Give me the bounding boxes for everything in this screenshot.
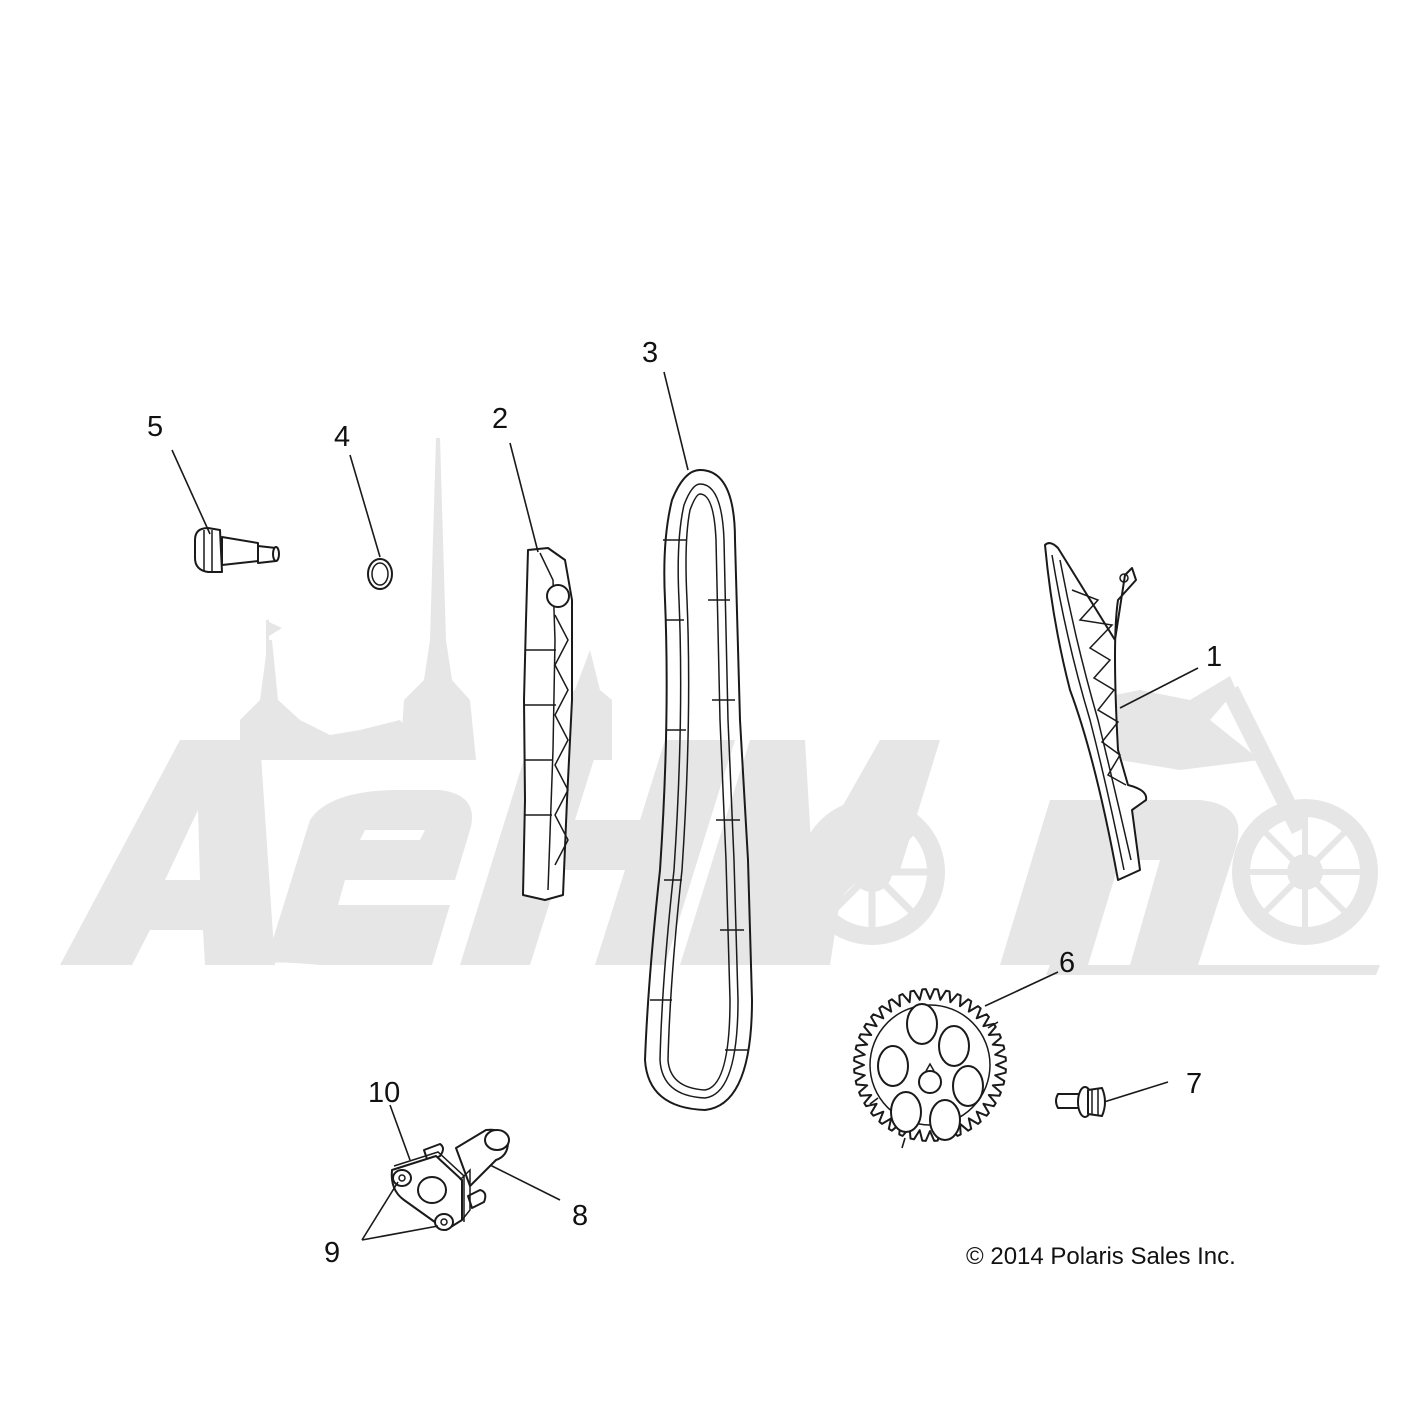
callout-4: 4 — [334, 421, 350, 453]
part-6-cam-sprocket — [853, 988, 1007, 1149]
callout-6: 6 — [1059, 947, 1075, 979]
part-2-chain-guide — [522, 547, 573, 901]
callout-7: 7 — [1186, 1068, 1202, 1100]
callout-8: 8 — [572, 1200, 588, 1232]
callout-3: 3 — [642, 337, 658, 369]
leader-lines — [171, 371, 1199, 1241]
part-10-gasket — [393, 1151, 465, 1222]
part-3-timing-chain — [644, 469, 753, 1111]
callout-2: 2 — [492, 403, 508, 435]
callout-labels: 1 2 3 4 5 6 7 8 9 10 — [147, 337, 1222, 1269]
part-7-flange-bolt — [1055, 1086, 1106, 1118]
callout-9: 9 — [324, 1237, 340, 1269]
copyright-notice: © 2014 Polaris Sales Inc. — [966, 1243, 1236, 1270]
callout-5: 5 — [147, 411, 163, 443]
callout-1: 1 — [1206, 641, 1222, 673]
part-1-tensioner-blade — [1044, 542, 1148, 881]
watermark-logo — [60, 438, 1380, 975]
part-4-o-ring — [367, 558, 393, 590]
part-5-pivot-bolt — [194, 527, 280, 573]
callout-10: 10 — [368, 1077, 400, 1109]
